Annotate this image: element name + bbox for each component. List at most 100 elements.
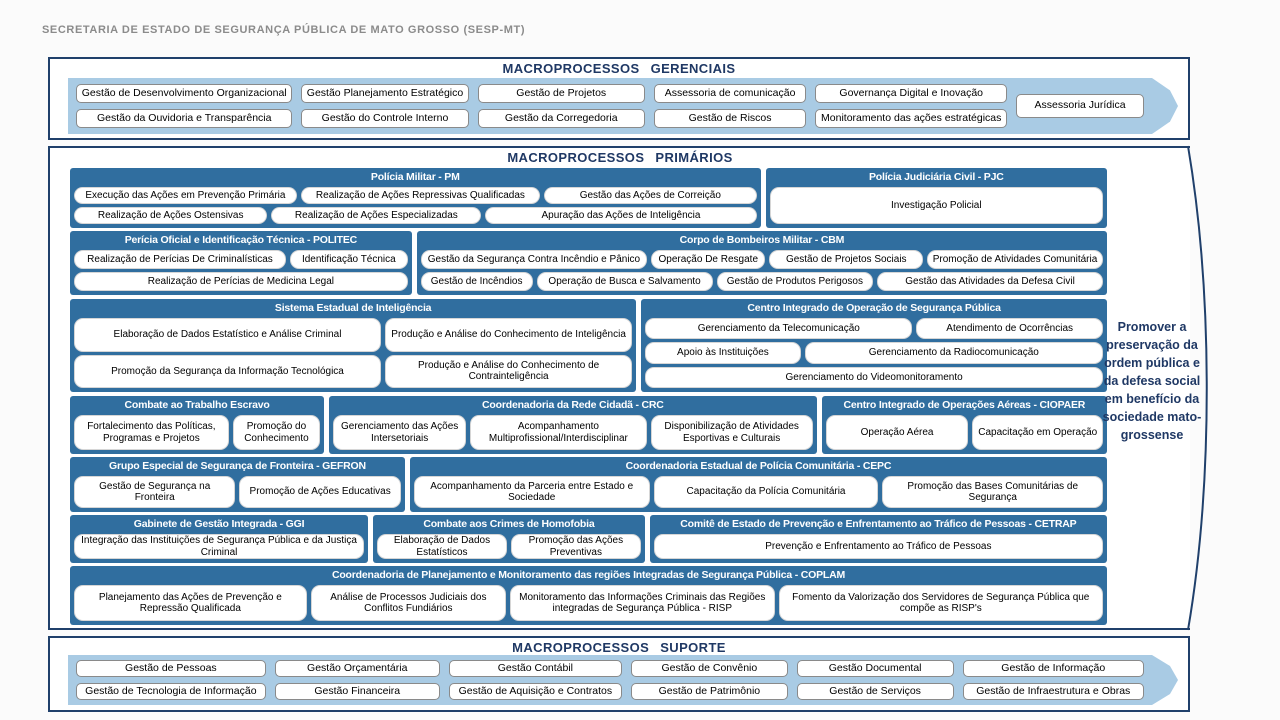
process-item: Monitoramento das Informações Criminais …: [509, 585, 775, 621]
org-header: SECRETARIA DE ESTADO DE SEGURANÇA PÚBLIC…: [42, 24, 526, 36]
process-item: Realização de Perícias De Criminalística…: [74, 250, 286, 269]
process-item: Promoção das Bases Comunitárias de Segur…: [882, 476, 1103, 508]
button-row: Gestão da Segurança Contra Incêndio e Pâ…: [420, 250, 1103, 269]
process-item: Capacitação em Operação: [972, 415, 1103, 450]
process-item: Produção e Análise do Conhecimento de In…: [385, 318, 633, 352]
process-item: Operação Aérea: [825, 415, 969, 450]
process-item: Gestão Documental: [797, 660, 954, 677]
block-title: Coordenadoria da Rede Cidadã - CRC: [482, 399, 664, 411]
process-item: Execução das Ações em Prevenção Primária: [74, 187, 297, 204]
button-row: Execução das Ações em Prevenção Primária…: [74, 187, 757, 204]
process-block: Corpo de Bombeiros Militar - CBM Gestão d…: [416, 231, 1107, 295]
block-title: Combate aos Crimes de Homofobia: [423, 518, 595, 530]
section-macroprocessos-gerenciais: MACROPROCESSOS GERENCIAIS Gestão de Dese…: [48, 57, 1190, 140]
process-block: Polícia Militar - PM Execução das Ações e…: [70, 168, 761, 228]
process-item: Prevenção e Enfrentamento ao Tráfico de …: [653, 534, 1103, 559]
process-item: Gestão da Segurança Contra Incêndio e Pâ…: [420, 250, 648, 269]
process-item: Gestão de Riscos: [654, 109, 806, 128]
process-item: Gestão das Atividades da Defesa Civil: [877, 272, 1103, 291]
process-block: Centro Integrado de Operação de Seguranç…: [641, 299, 1107, 392]
process-item: Gestão Contábil: [449, 660, 622, 677]
block-title: Grupo Especial de Segurança de Fronteira…: [109, 460, 366, 472]
process-item: Elaboração de Dados Estatístico e Anális…: [74, 318, 381, 352]
process-item: Fomento da Valorização dos Servidores de…: [778, 585, 1103, 621]
process-item: Capacitação da Polícia Comunitária: [653, 476, 879, 508]
block-title: Centro Integrado de Operação de Seguranç…: [747, 302, 1001, 314]
process-item: Fortalecimento das Políticas, Programas …: [74, 415, 229, 450]
process-item: Gerenciamento da Telecomunicação: [645, 318, 913, 340]
process-item: Gestão de Pessoas: [76, 660, 266, 677]
block-title: Gabinete de Gestão Integrada - GGI: [133, 518, 305, 530]
process-block: Coordenadoria Estadual de Polícia Comuni…: [409, 457, 1107, 512]
process-item: Gestão da Ouvidoria e Transparência: [76, 109, 292, 128]
button-row: Elaboração de Dados Estatístico e Anális…: [74, 318, 633, 352]
mission-statement: Promover a preservação da ordem pública …: [1102, 320, 1202, 442]
process-item: Gestão de Desenvolvimento Organizacional: [76, 84, 292, 103]
process-item: Gestão de Aquisição e Contratos: [449, 683, 622, 700]
process-item: Gestão de Serviços: [797, 683, 954, 700]
button-row: Acompanhamento da Parceria entre Estado …: [413, 476, 1103, 508]
process-item: Gestão de Infraestrutura e Obras: [963, 683, 1145, 700]
section-title-suporte: MACROPROCESSOS SUPORTE: [512, 640, 726, 655]
button-row: Integração das Instituições de Segurança…: [74, 534, 365, 559]
block-title: Combate ao Trabalho Escravo: [124, 399, 270, 411]
process-block: Coordenadoria da Rede Cidadã - CRC Gerenc…: [329, 396, 817, 454]
process-item: Acompanhamento Multiprofissional/Interdi…: [470, 415, 647, 450]
band-column: Gestão de Desenvolvimento Organizacional…: [76, 84, 292, 128]
section-macroprocessos-primarios: MACROPROCESSOS PRIMÁRIOS Polícia Militar…: [48, 146, 1190, 630]
process-block: Perícia Oficial e Identificação Técnica …: [70, 231, 412, 295]
section-title-gerenciais: MACROPROCESSOS GERENCIAIS: [502, 61, 736, 76]
button-row: Planejamento das Ações de Prevenção e Re…: [74, 585, 1103, 621]
process-item: Realização de Ações Repressivas Qualific…: [300, 187, 540, 204]
button-row: Promoção da Segurança da Informação Tecn…: [74, 354, 633, 388]
process-item: Disponibilização de Atividades Esportiva…: [650, 415, 813, 450]
block-title: Polícia Judiciária Civil - PJC: [868, 171, 1004, 183]
process-item: Atendimento de Ocorrências: [916, 318, 1103, 340]
process-item: Gestão de Informação: [963, 660, 1145, 677]
process-block: Centro Integrado de Operações Aéreas - C…: [821, 396, 1107, 454]
process-item: Apoio às Instituições: [645, 342, 801, 364]
section-title-primarios: MACROPROCESSOS PRIMÁRIOS: [507, 150, 733, 165]
process-item: Assessoria de comunicação: [654, 84, 806, 103]
process-item: Gerenciamento das Ações Intersetoriais: [333, 415, 467, 450]
process-item: Gestão de Incêndios: [420, 272, 533, 291]
process-item: Gestão de Projetos Sociais: [769, 250, 924, 269]
process-block: Grupo Especial de Segurança de Fronteira…: [70, 457, 405, 512]
process-item: Gestão de Tecnologia de Informação: [76, 683, 266, 700]
process-item: Promoção de Ações Educativas: [239, 476, 401, 508]
block-title: Polícia Militar - PM: [370, 171, 460, 183]
process-item: Produção e Análise do Conhecimento de Co…: [385, 354, 633, 388]
button-row: Prevenção e Enfrentamento ao Tráfico de …: [653, 534, 1103, 559]
process-item: Realização de Ações Ostensivas: [74, 207, 268, 224]
button-row: Gerenciamento do Videomonitoramento: [645, 366, 1103, 388]
process-item: Gestão Financeira: [275, 683, 440, 700]
process-row: Polícia Militar - PM Execução das Ações e…: [70, 168, 1107, 228]
process-item: Realização de Ações Especializadas: [271, 207, 482, 224]
process-item: Gerenciamento da Radiocomunicação: [804, 342, 1103, 364]
process-item: Gerenciamento do Videomonitoramento: [645, 366, 1103, 388]
process-item: Gestão Planejamento Estratégico: [301, 84, 468, 103]
block-title: Corpo de Bombeiros Militar - CBM: [679, 234, 845, 246]
process-item: Identificação Técnica: [289, 250, 408, 269]
